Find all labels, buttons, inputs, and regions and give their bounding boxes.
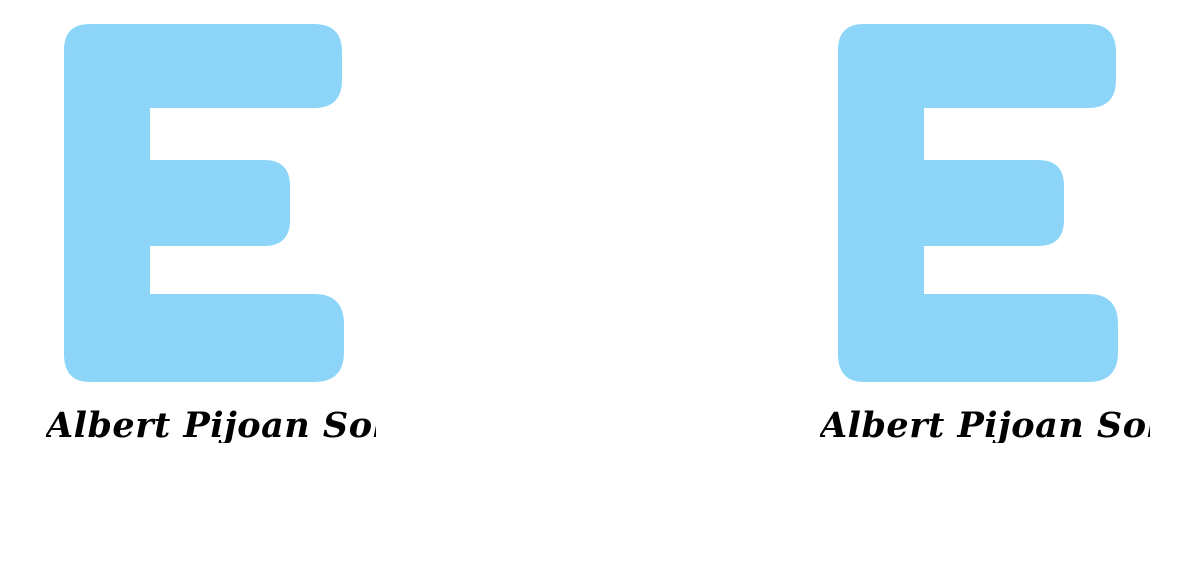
signature-caption: Albert Pijoan Solé <box>46 408 376 443</box>
letter-e-shape <box>838 24 1118 382</box>
logo-block-right: Albert Pijoan Solé <box>820 0 1150 470</box>
letter-e-logo <box>838 24 1120 382</box>
letter-e-logo <box>64 24 346 382</box>
letter-e-shape <box>64 24 344 382</box>
signature-caption: Albert Pijoan Solé <box>820 408 1150 443</box>
logo-block-left: Albert Pijoan Solé <box>46 0 376 470</box>
